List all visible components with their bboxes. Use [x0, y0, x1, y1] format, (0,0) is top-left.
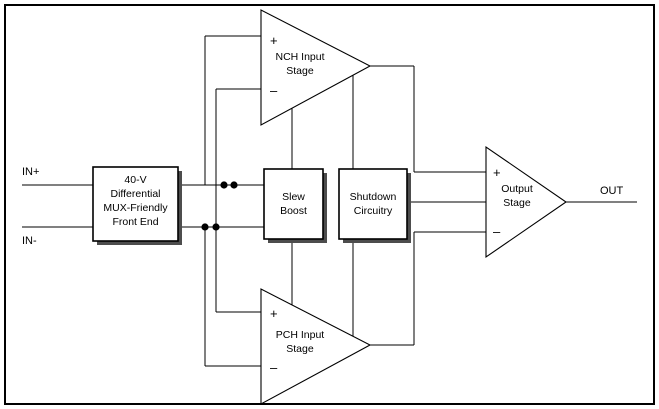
pch-label-line-1: PCH Input	[276, 329, 325, 341]
front-end-block	[92, 166, 179, 242]
nch-plus-sign: +	[270, 33, 278, 48]
nch-input-stage-triangle	[260, 9, 372, 126]
output-minus-sign: –	[493, 224, 501, 239]
junction-dot-inplus-b	[230, 181, 238, 189]
shutdown-line-2: Circuitry	[354, 205, 393, 217]
slew-boost-line-2: Boost	[280, 205, 307, 217]
output-label-line-1: Output	[501, 183, 533, 195]
slew-boost-block	[263, 168, 324, 240]
shutdown-block	[338, 168, 408, 240]
slew-boost-line-1: Slew	[282, 191, 305, 203]
nch-label-line-2: Stage	[286, 65, 314, 77]
front-end-line-3: MUX-Friendly	[103, 202, 168, 214]
nch-minus-sign: –	[270, 83, 278, 98]
junction-dot-inplus-a	[220, 181, 228, 189]
diagram-frame	[4, 4, 655, 405]
output-label-line-2: Stage	[503, 197, 531, 209]
port-label-in-minus: IN-	[22, 235, 37, 247]
output-stage-triangle	[485, 145, 567, 259]
junction-dot-inminus-a	[201, 223, 209, 231]
pch-input-stage-triangle	[260, 288, 372, 405]
front-end-line-2: Differential	[111, 188, 161, 200]
port-label-out: OUT	[600, 185, 624, 197]
nch-label-line-1: NCH Input	[275, 51, 324, 63]
port-label-in-plus: IN+	[22, 166, 39, 178]
pch-minus-sign: –	[270, 360, 278, 375]
pch-label-line-2: Stage	[286, 343, 314, 355]
pch-plus-sign: +	[270, 306, 278, 321]
junction-dot-inminus-b	[212, 223, 220, 231]
front-end-line-4: Front End	[112, 216, 158, 228]
output-plus-sign: +	[493, 165, 501, 180]
front-end-line-1: 40-V	[124, 174, 146, 186]
shutdown-line-1: Shutdown	[350, 191, 397, 203]
